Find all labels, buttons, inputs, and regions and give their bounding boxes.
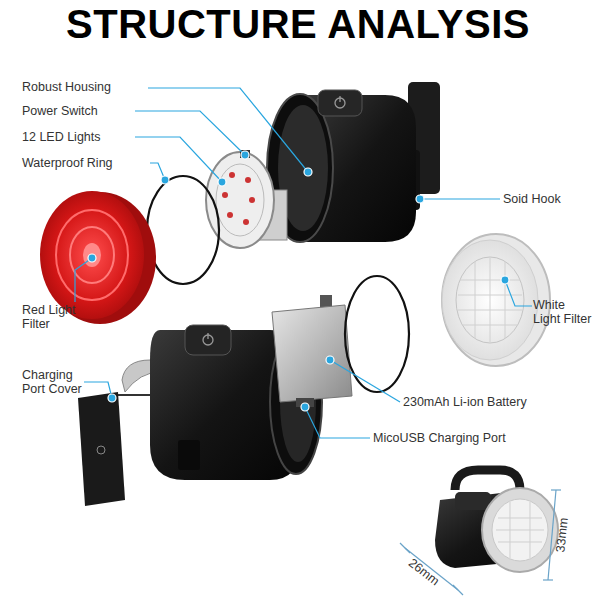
leader-line [420,198,500,199]
leader-dot [88,254,96,262]
dimension-line [400,490,561,595]
dimension-line [543,579,553,580]
battery [272,295,352,407]
led-board [229,172,235,178]
leader-dot [108,394,116,402]
leader-dot [88,151,509,411]
dimension-label: 26mm [402,553,445,591]
red-filter [40,191,144,319]
assembled-light [455,470,520,490]
led-board [249,197,255,203]
part-label: 12 LED Lights [22,130,137,144]
leader-dot [326,356,334,364]
led-board [245,177,251,183]
leader-line [330,360,400,402]
part-label: Robust Housing [22,80,152,94]
dimension-line [453,585,463,595]
leader-dot [304,168,312,176]
port-cover [78,392,150,506]
title: STRUCTURE ANALYSIS [0,2,596,47]
assembled-light [492,499,548,561]
leader-dot [161,176,169,184]
leader-dot [241,151,249,159]
dimension-line [551,489,561,490]
battery [272,305,352,402]
port-cover [118,394,150,396]
white-filter [456,257,524,343]
red-filter [70,227,114,283]
leader-line [84,382,112,398]
housing-top [339,96,340,102]
dimension-line [400,543,410,553]
housing-top [267,82,440,242]
part-label: Red Light Filter [22,303,94,331]
leader-dot [218,178,226,186]
leader-dot [416,195,424,203]
led-board [243,219,249,225]
part-label: White Light Filter [533,298,595,326]
leader-line [75,258,92,302]
leader-dot [501,276,509,284]
port-cover [97,446,105,454]
housing-top [318,90,362,116]
housing-bottom [178,440,200,470]
housing-bottom [185,325,231,355]
leader-line [305,407,370,438]
assembled-light [482,488,558,572]
assembled-light [435,470,558,572]
housing-bottom [207,333,208,339]
leader-line [148,88,308,172]
assembled-light [455,492,491,510]
part-label: Charging Port Cover [22,368,92,396]
led-board [227,212,233,218]
white-filter [442,240,538,360]
part-label: MicoUSB Charging Port [373,431,553,445]
part-label: Soid Hook [503,192,593,206]
assembled-light [496,502,544,558]
part-label: 230mAh Li-ion Battery [403,395,583,409]
red-filter [83,243,101,267]
part-label: Waterproof Ring [22,156,152,170]
led-board [206,152,274,248]
led-board [216,164,264,236]
leader-line [135,137,222,182]
led-board [222,192,228,198]
part-label: Power Switch [22,104,137,118]
leader-dot [301,403,309,411]
red-filter [56,210,128,300]
leader-line [75,88,532,438]
port-cover [78,392,125,506]
leader-line [505,280,532,306]
ring [147,176,219,284]
